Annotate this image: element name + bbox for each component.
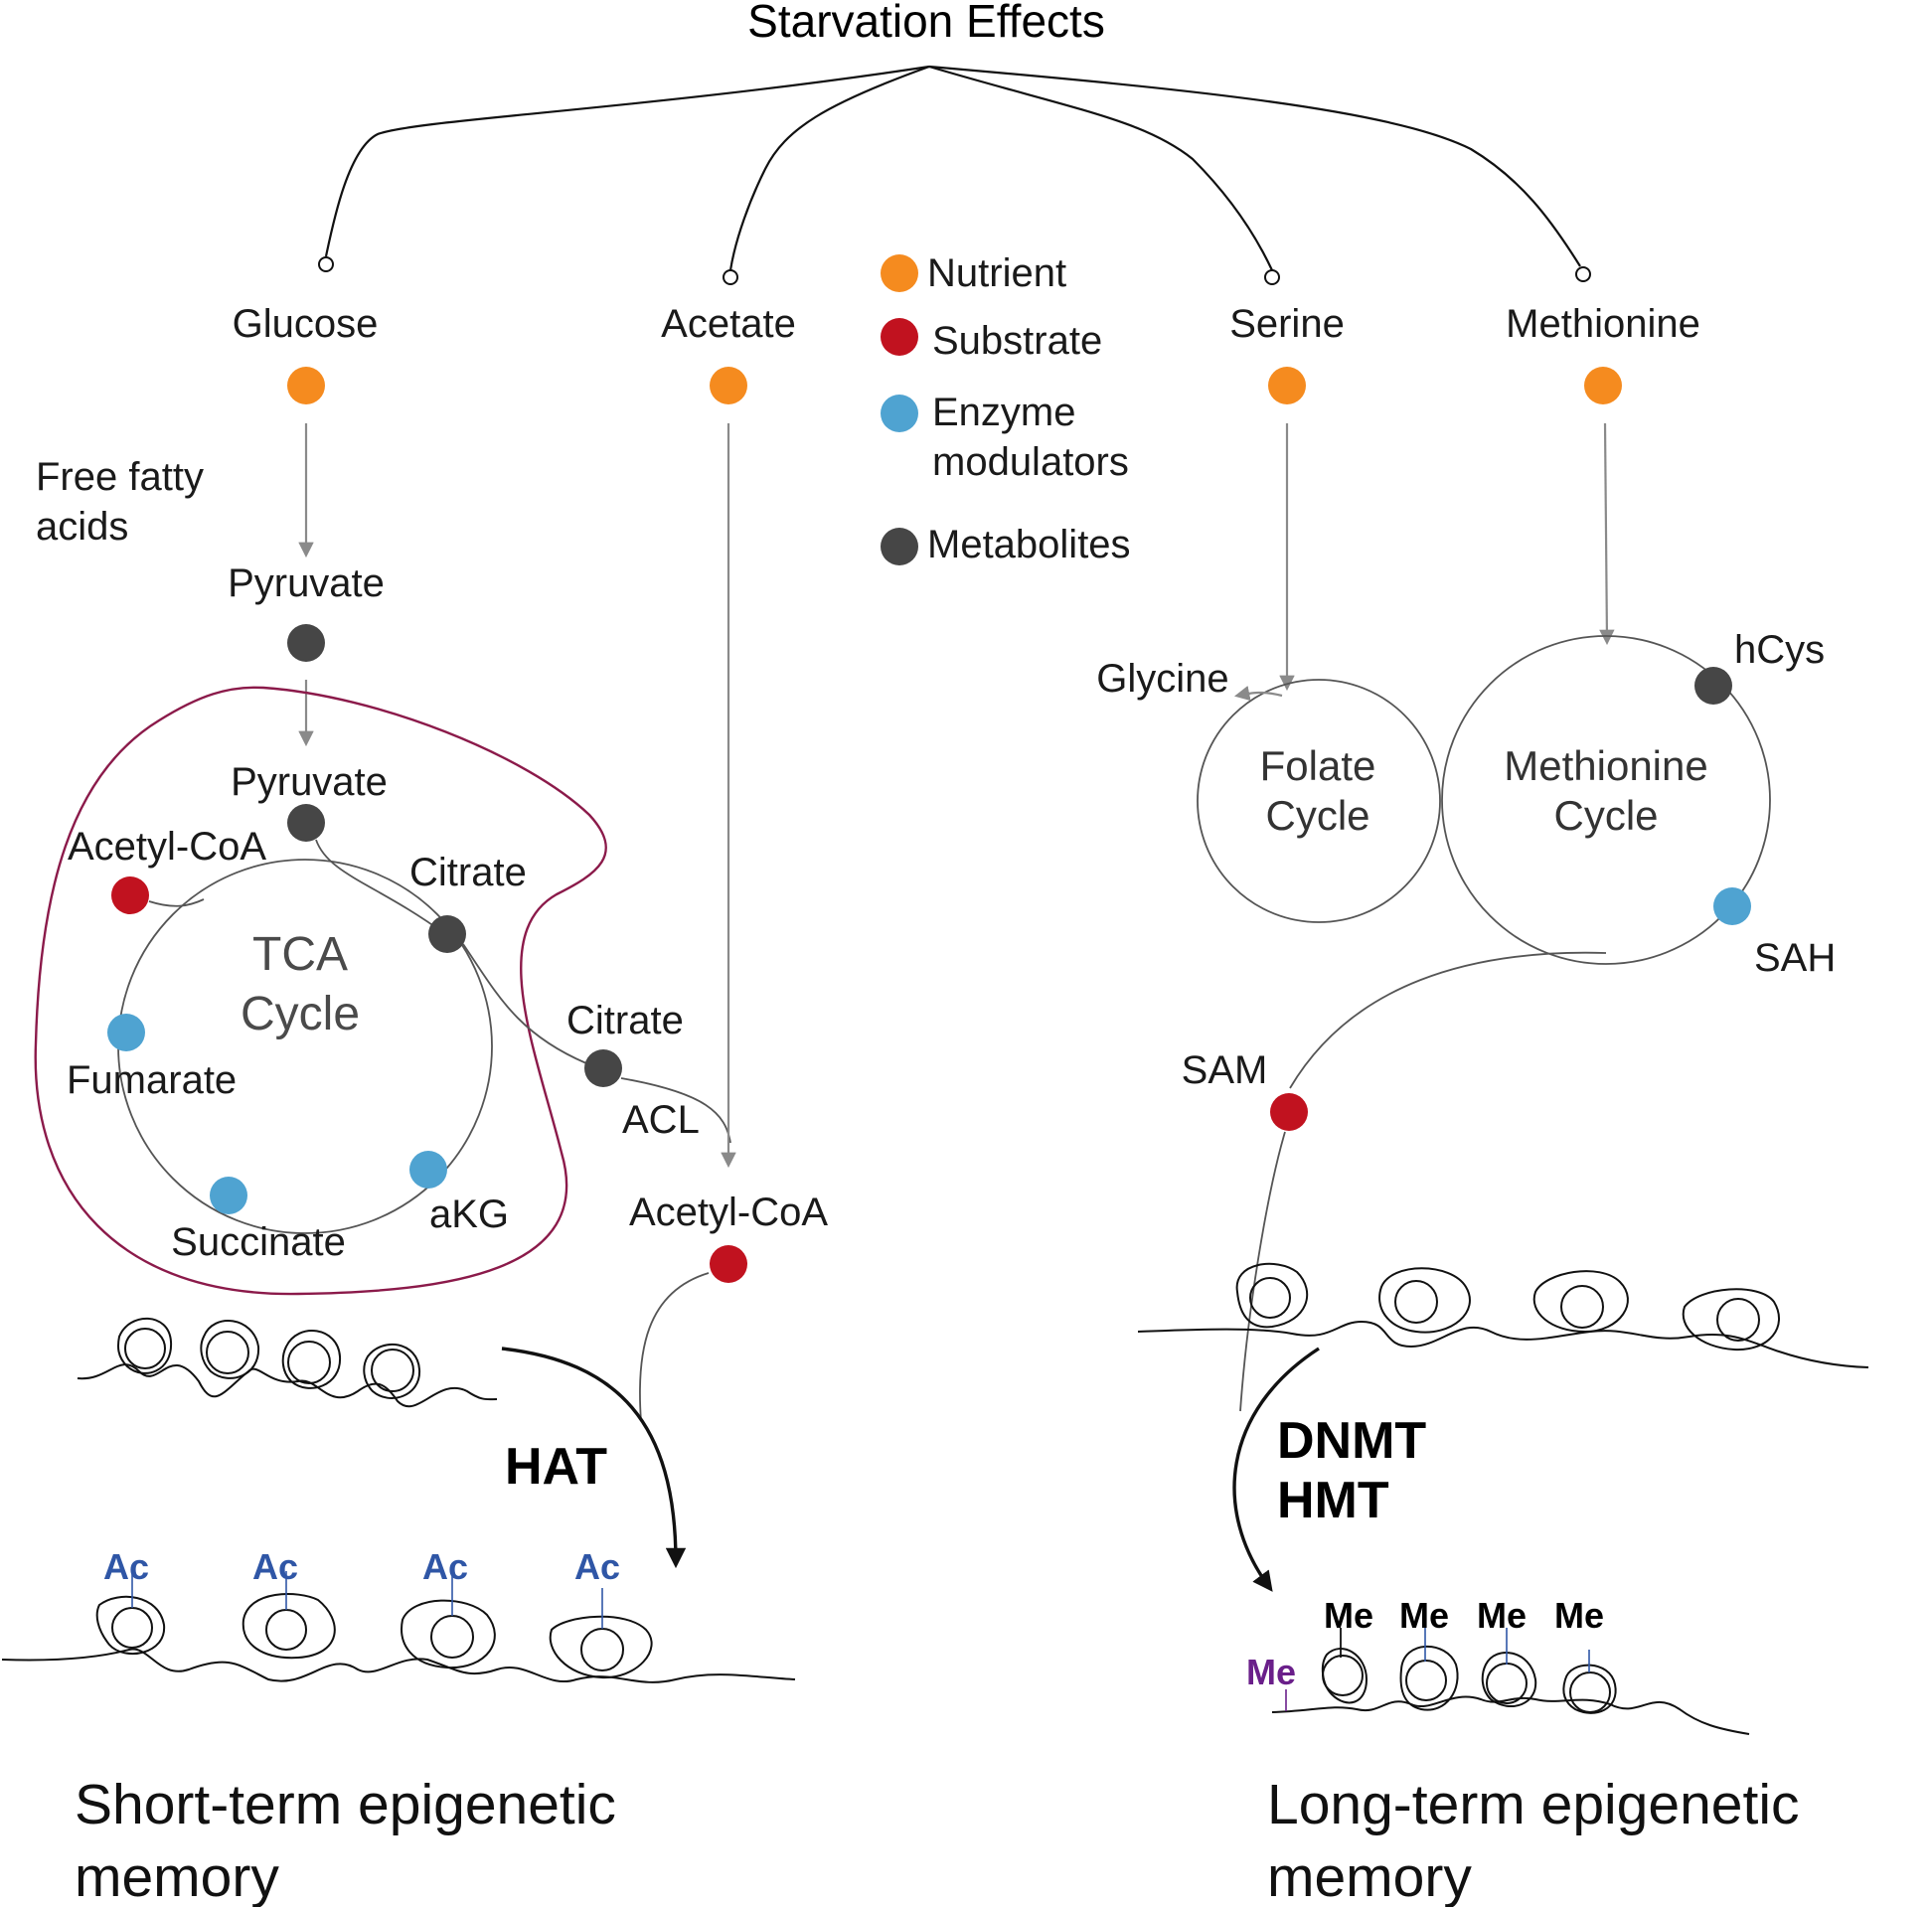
acetyl-mark-1: Ac — [103, 1546, 149, 1587]
sah-label: SAH — [1754, 936, 1836, 980]
pyruvate-outer-dot — [287, 624, 325, 662]
pyruvate-inner-dot — [287, 804, 325, 842]
acetyl-coa-inner-dot — [111, 876, 149, 914]
legend-substrate-label: Substrate — [932, 319, 1102, 363]
acetyl-mark-3: Ac — [422, 1546, 468, 1587]
methyl-mark-3: Me — [1477, 1595, 1527, 1636]
dnmt-label: DNMT — [1277, 1412, 1426, 1470]
citrate-outer-dot — [584, 1049, 622, 1087]
chromatin-before-hat — [77, 1317, 498, 1408]
tca-label-2: Cycle — [241, 988, 360, 1040]
acetate-label: Acetate — [661, 302, 796, 346]
succinate-label: Succinate — [171, 1220, 346, 1264]
glycine-label: Glycine — [1096, 657, 1228, 701]
methyl-mark-2: Me — [1399, 1595, 1449, 1636]
akg-dot — [409, 1151, 447, 1189]
methionine-label: Methionine — [1506, 302, 1700, 346]
legend-metabolites-label: Metabolites — [927, 523, 1131, 566]
methionine-dot — [1584, 367, 1622, 404]
acetyl-mark-2: Ac — [252, 1546, 298, 1587]
methionine-cycle-label-1: Methionine — [1504, 742, 1707, 789]
acetyl-mark-4: Ac — [574, 1546, 620, 1587]
free-fatty-acids-label-2: acids — [36, 505, 128, 549]
methionine-cycle-circle — [1441, 635, 1771, 965]
pyruvate-outer-label: Pyruvate — [228, 561, 385, 605]
hcys-label: hCys — [1734, 628, 1825, 672]
hcys-dot — [1694, 667, 1732, 705]
dnmt-hmt-arrow — [1232, 1347, 1320, 1592]
acetate-dot — [710, 367, 747, 404]
chromatin-before-dnmt — [1137, 1262, 1869, 1368]
dna-methyl-mark: Me — [1246, 1652, 1296, 1692]
legend-enzyme-dot — [881, 395, 918, 432]
legend-enzyme-label-1: Enzyme — [932, 391, 1076, 434]
acetyl-coa-outer-label: Acetyl-CoA — [629, 1191, 828, 1234]
methionine-cycle-label-2: Cycle — [1553, 792, 1658, 839]
citrate-outer-label: Citrate — [566, 999, 684, 1042]
legend-nutrient-dot — [881, 254, 918, 292]
pyruvate-inner-label: Pyruvate — [231, 760, 388, 804]
chromatin-acetylated — [1, 1571, 796, 1683]
legend-nutrient-label: Nutrient — [927, 251, 1066, 295]
acl-label: ACL — [622, 1098, 700, 1142]
long-term-memory-label-2: memory — [1267, 1845, 1472, 1907]
chromatin-methylated — [1271, 1628, 1750, 1735]
short-term-memory-label-2: memory — [75, 1845, 279, 1907]
methyl-mark-1: Me — [1324, 1595, 1373, 1636]
serine-dot — [1268, 367, 1306, 404]
fumarate-label: Fumarate — [67, 1058, 237, 1102]
mitochondrion-outline — [34, 686, 607, 1296]
akg-label: aKG — [429, 1192, 509, 1236]
sam-dot — [1270, 1093, 1308, 1131]
fumarate-dot — [107, 1014, 145, 1051]
folate-cycle-label-2: Cycle — [1265, 792, 1369, 839]
folate-cycle-circle — [1197, 679, 1441, 923]
legend-metabolite-dot — [881, 528, 918, 565]
hmt-label: HMT — [1277, 1472, 1389, 1529]
short-term-memory-label-1: Short-term epigenetic — [75, 1773, 616, 1836]
sam-label: SAM — [1182, 1048, 1268, 1092]
acetyl-coa-inner-label: Acetyl-CoA — [68, 825, 266, 869]
diagram-title: Starvation Effects — [747, 0, 1105, 47]
succinate-dot — [210, 1177, 247, 1214]
hat-label: HAT — [505, 1438, 607, 1496]
glucose-dot — [287, 367, 325, 404]
hat-arrow — [501, 1347, 687, 1569]
legend-substrate-dot — [881, 318, 918, 356]
sah-dot — [1713, 887, 1751, 925]
tca-label-1: TCA — [252, 928, 348, 981]
methyl-mark-4: Me — [1554, 1595, 1604, 1636]
title-branches — [318, 65, 1591, 285]
legend: Nutrient Substrate Enzyme modulators Met… — [881, 251, 1131, 566]
long-term-memory-label-1: Long-term epigenetic — [1267, 1773, 1800, 1836]
free-fatty-acids-label-1: Free fatty — [36, 455, 204, 499]
folate-cycle-label-1: Folate — [1260, 742, 1376, 789]
legend-enzyme-label-2: modulators — [932, 440, 1129, 484]
citrate-inner-label: Citrate — [409, 851, 527, 894]
acetyl-coa-outer-dot — [710, 1245, 747, 1283]
citrate-inner-dot — [428, 915, 466, 953]
serine-label: Serine — [1229, 302, 1345, 346]
glucose-label: Glucose — [233, 302, 379, 346]
